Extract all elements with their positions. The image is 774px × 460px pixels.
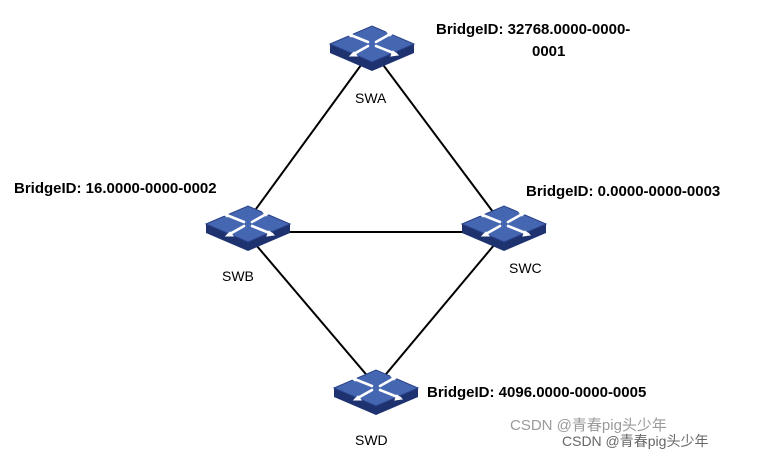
- link-swa-swb: [244, 49, 373, 225]
- link-swc-swd: [375, 231, 506, 387]
- swa-bridge-id: BridgeID: 32768.0000-0000-: [436, 21, 631, 38]
- swd-name: SWD: [355, 432, 388, 448]
- switch-swa-icon[interactable]: [328, 24, 416, 73]
- swd-bridge-id: BridgeID: 4096.0000-0000-0005: [427, 384, 647, 401]
- swc-name: SWC: [509, 260, 542, 276]
- swa-name: SWA: [355, 90, 387, 106]
- link-swa-swc: [371, 49, 506, 229]
- swb-name: SWB: [222, 268, 254, 284]
- switch-swd-icon[interactable]: [332, 368, 420, 417]
- swa-bridge-id-cont: 0001: [532, 43, 566, 60]
- csdn-watermark: CSDN @青春pig头少年: [510, 417, 667, 434]
- swc-bridge-id: BridgeID: 0.0000-0000-0003: [526, 183, 721, 200]
- switch-swb-icon[interactable]: [204, 204, 292, 253]
- link-swb-swd: [244, 231, 377, 387]
- swb-bridge-id: BridgeID: 16.0000-0000-0002: [14, 180, 217, 197]
- switch-swc-icon[interactable]: [460, 204, 548, 253]
- csdn-watermark-secondary: CSDN @青春pig头少年: [562, 433, 709, 449]
